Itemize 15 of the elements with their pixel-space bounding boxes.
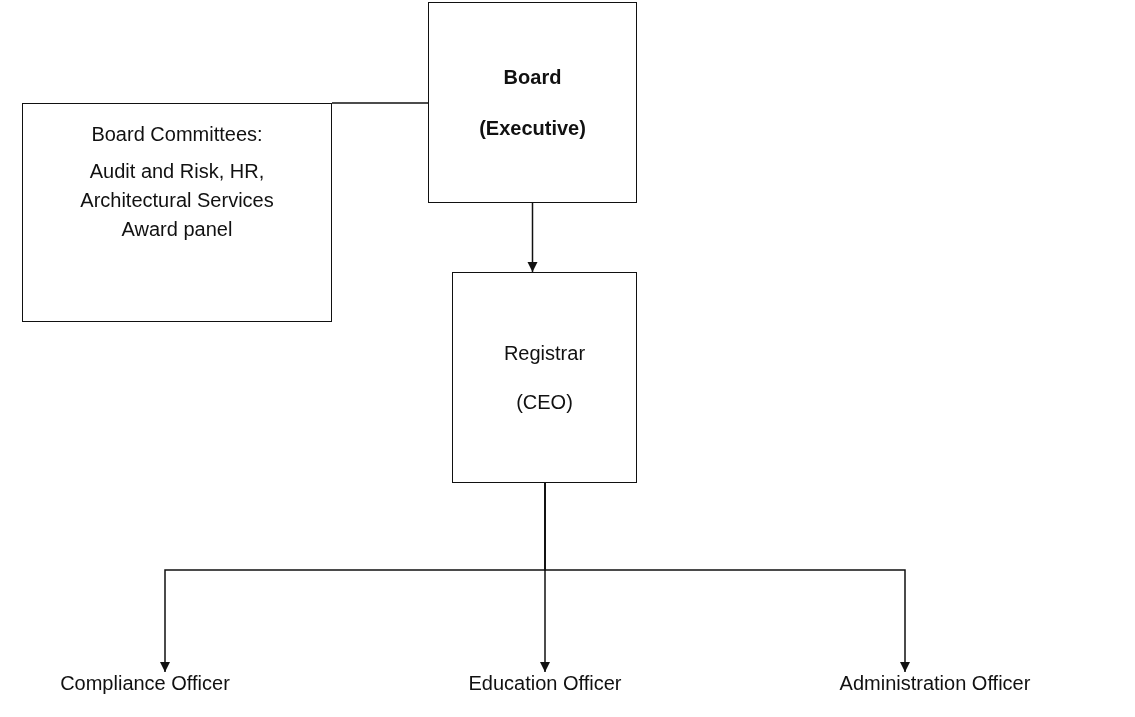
role-label: Compliance Officer: [40, 672, 250, 695]
arrow: [544, 482, 910, 673]
org-box: [22, 103, 332, 322]
role-label: Administration Officer: [815, 672, 1055, 695]
arrow: [527, 202, 538, 273]
connector-line: [331, 102, 429, 104]
org-box: [428, 2, 637, 203]
org-box: [452, 272, 637, 483]
box-subtitle: (CEO): [516, 389, 573, 415]
box-title: Board Committees:: [91, 122, 263, 147]
box-subtitle: Audit and Risk, HR, Architectural Services Award panel: [79, 159, 275, 242]
role-label: Education Officer: [445, 672, 645, 695]
box-title: Board: [503, 64, 562, 90]
box-title: Registrar: [503, 340, 586, 366]
box-subtitle: (Executive): [479, 115, 586, 141]
